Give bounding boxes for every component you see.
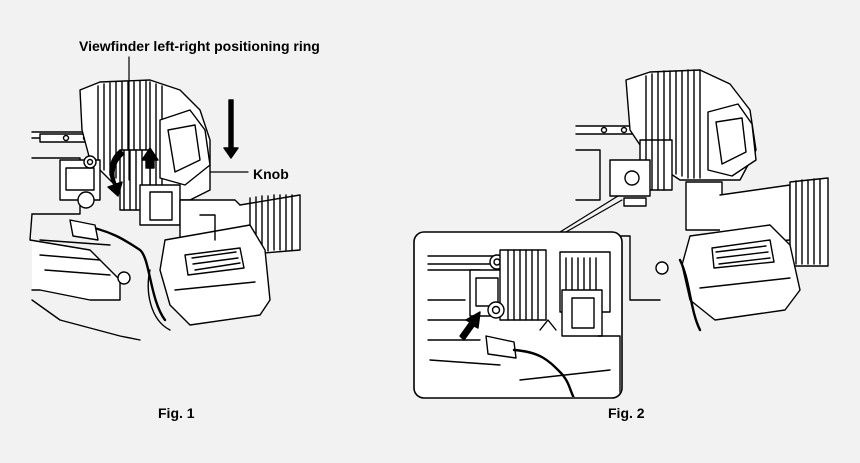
fig1-leader-lines bbox=[128, 56, 249, 181]
fig1-caption: Fig. 1 bbox=[158, 405, 195, 421]
fig2-camera-drawing bbox=[575, 69, 829, 332]
fig2-caption: Fig. 2 bbox=[608, 405, 645, 421]
fig2-callout-connector bbox=[559, 195, 623, 233]
inset-push-arrow bbox=[459, 311, 481, 341]
positioning-ring-label: Viewfinder left-right positioning ring bbox=[79, 38, 320, 54]
fig1-camera-drawing bbox=[29, 79, 301, 341]
knob-label: Knob bbox=[253, 166, 289, 182]
fig2-inset bbox=[413, 231, 623, 399]
fig1-arrows bbox=[107, 99, 239, 197]
